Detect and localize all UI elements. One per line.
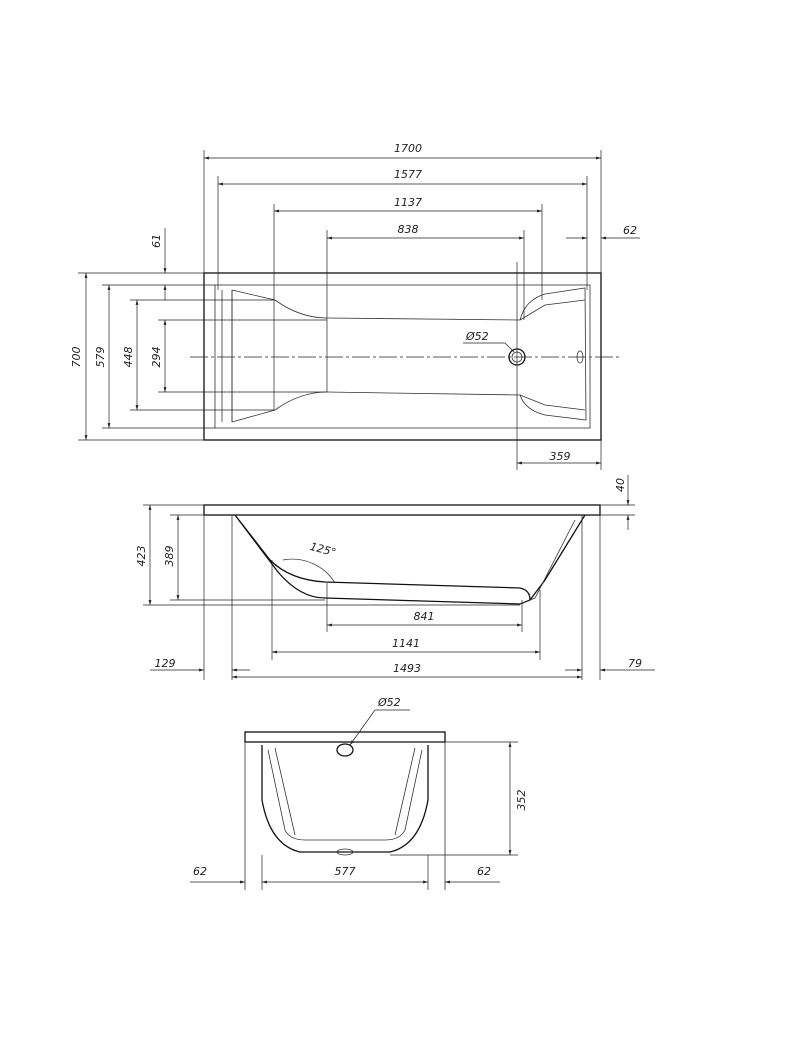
basin-outline bbox=[231, 287, 587, 423]
dim-end-depth: 352 bbox=[515, 790, 528, 811]
dim-drain-offset: 359 bbox=[550, 450, 571, 463]
top-view: 1700 1577 1137 838 62 61 700 579 448 294… bbox=[70, 142, 640, 470]
dim-rim-top: 61 bbox=[150, 234, 163, 248]
basin-right-wall bbox=[529, 514, 586, 601]
dim-mid-length: 1141 bbox=[392, 637, 420, 650]
drain-outlet-icon bbox=[336, 848, 354, 856]
dim-inner-width: 579 bbox=[94, 347, 107, 368]
rim-end bbox=[244, 731, 446, 743]
end-basin-facets bbox=[274, 747, 416, 836]
dim-end-left-offset: 62 bbox=[193, 865, 207, 878]
angle-arc bbox=[282, 558, 336, 584]
basin-right-inner bbox=[519, 519, 576, 605]
rim-inner-edge bbox=[214, 284, 591, 429]
dim-inner-length: 1577 bbox=[394, 168, 422, 181]
overflow-diameter-label: Ø52 bbox=[377, 696, 401, 709]
tub-outline-top bbox=[203, 272, 602, 441]
end-view: Ø52 352 577 62 62 bbox=[190, 696, 528, 890]
end-body bbox=[261, 745, 429, 853]
dim-end-right-offset: 62 bbox=[477, 865, 491, 878]
dim-total-height: 423 bbox=[135, 546, 148, 567]
angle-label: 125° bbox=[308, 540, 337, 559]
dim-rim-height: 40 bbox=[614, 478, 627, 492]
end-basin bbox=[267, 749, 423, 841]
dim-overall-width: 700 bbox=[70, 347, 83, 368]
drain-diameter-label: Ø52 bbox=[465, 330, 489, 343]
rim-side bbox=[203, 504, 601, 516]
dim-basin-length: 1137 bbox=[394, 196, 422, 209]
side-view: 423 389 40 125° 841 1141 1493 129 79 bbox=[135, 475, 655, 680]
dim-rim-right: 62 bbox=[623, 224, 637, 237]
dim-basin-depth: 389 bbox=[163, 546, 176, 567]
dim-overall-length: 1700 bbox=[394, 142, 422, 155]
basin-facets bbox=[221, 290, 586, 422]
dim-bottom-length: 838 bbox=[398, 223, 419, 236]
basin-section bbox=[234, 514, 531, 605]
overflow-icon bbox=[576, 350, 584, 364]
dim-body-length: 1493 bbox=[393, 662, 421, 675]
dim-right-offset: 79 bbox=[628, 657, 642, 670]
dim-bottom-length-side: 841 bbox=[414, 610, 435, 623]
dim-left-offset: 129 bbox=[155, 657, 176, 670]
overflow-hole-icon bbox=[336, 743, 354, 757]
dim-bottom-width: 294 bbox=[150, 347, 163, 368]
dim-basin-width: 448 bbox=[122, 347, 135, 368]
dim-body-width: 577 bbox=[335, 865, 356, 878]
